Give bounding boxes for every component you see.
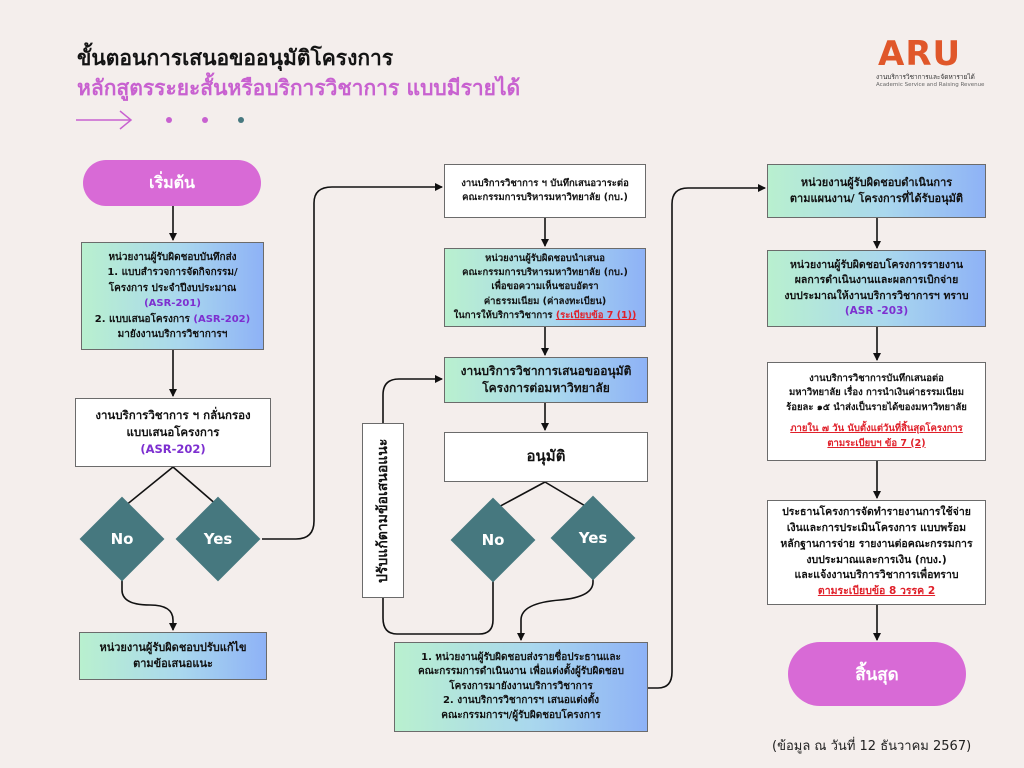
step-line: และแจ้งงานบริการวิชาการเพื่อทราบ [794,569,959,582]
step-line: โครงการต่อมหาวิทยาลัย [482,381,610,395]
step-line: คณะกรรมการบริหารมหาวิทยาลัย (กบ.) [462,267,628,279]
step-line: แบบเสนอโครงการ [126,425,220,440]
step-line: ร้อยละ ๑๕ นำส่งเป็นรายได้ของมหาวิทยาลัย [786,402,967,414]
step-line: ตามแผนงาน/ โครงการที่ได้รับอนุมัติ [789,192,964,205]
step-line: เงินและการประเมินโครงการ แบบพร้อม [786,522,967,534]
data-date-note: (ข้อมูล ณ วันที่ 12 ธันวาคม 2567) [772,739,972,754]
decorative-arrow-icon [76,110,244,130]
step-line: มหาวิทยาลัย เรื่อง การนำเงินค่าธรรมเนียม [789,387,964,399]
step-line: 1. หน่วยงานผู้รับผิดชอบส่งรายชื่อประธานแ… [421,651,621,663]
step-line: หลักฐานการจ่าย รายงานต่อคณะกรรมการ [780,537,973,550]
step-line: หน่วยงานผู้รับผิดชอบบันทึกส่ง [108,251,237,263]
form-code: (ASR-201) [144,298,201,309]
submit-forms-box: หน่วยงานผู้รับผิดชอบบันทึกส่ง 1. แบบสำรว… [81,242,264,350]
step-line-text: ในการให้บริการวิชาการ [453,309,556,321]
step-line: 2. แบบเสนอโครงการ (ASR-202) [95,312,250,328]
step-line: 2. งานบริการวิชาการฯ เสนอแต่งตั้ง [442,695,600,707]
step-line: หน่วยงานผู้รับผิดชอบโครงการรายงาน [789,259,964,272]
decision-no-label: No [481,531,505,549]
step-line: ประธานโครงการจัดทำรายงานการใช้จ่าย [782,506,971,519]
final-report-box: ประธานโครงการจัดทำรายงานการใช้จ่าย เงินแ… [767,500,986,605]
step-line: ผลการดำเนินงานและผลการเบิกจ่าย [794,274,959,287]
report-results-box: หน่วยงานผู้รับผิดชอบโครงการรายงาน ผลการด… [767,250,986,327]
committee-appointment-box: 1. หน่วยงานผู้รับผิดชอบส่งรายชื่อประธานแ… [394,642,648,732]
page-title: ขั้นตอนการเสนอขออนุมัติโครงการ [77,46,394,70]
end-terminal: สิ้นสุด [788,642,966,706]
approve-box: อนุมัติ [444,432,648,482]
step-line: งบประมาณและการเงิน (กบง.) [806,553,947,566]
page-subtitle: หลักสูตรระยะสั้นหรือบริการวิชาการ แบบมีร… [77,76,521,100]
revise-proposal-box: หน่วยงานผู้รับผิดชอบปรับแก้ไข ตามข้อเสนอ… [79,632,267,680]
regulation-ref: ภายใน ๗ วัน นับตั้งแต่วันที่สิ้นสุดโครงก… [790,422,963,434]
regulation-ref: ตามระเบียบฯ ข้อ 7 (2) [827,437,926,449]
step-line: หน่วยงานผู้รับผิดชอบดำเนินการ [800,176,953,190]
step-line: งบประมาณให้งานบริการวิชาการฯ ทราบ [784,289,969,302]
execute-project-box: หน่วยงานผู้รับผิดชอบดำเนินการ ตามแผนงาน/… [767,164,986,218]
step-line-text: 2. แบบเสนอโครงการ [94,313,194,325]
logo-line2: Academic Service and Raising Revenue [876,82,985,88]
step-line: คณะกรรมการฯ/ผู้รับผิดชอบโครงการ [441,709,601,721]
logo-line1: งานบริการวิชาการและจัดหารายได้ [876,73,975,81]
step-line: คณะกรรมการบริหารมหาวิทยาลัย (กบ.) [462,192,628,203]
aru-logo: ARU งานบริการวิชาการและจัดหารายได้ Acade… [876,36,986,98]
step-line: งานบริการวิชาการเสนอขออนุมัติ [460,363,632,378]
step-line: งานบริการวิชาการ ฯ กลั่นกรอง [95,408,251,423]
decision-yes-label: Yes [578,529,608,547]
step-line: มายังงานบริการวิชาการฯ [117,329,228,340]
step-line: คณะกรรมการดำเนินงาน เพื่อแต่งตั้งผู้รับผ… [417,666,625,678]
step-line: 1. แบบสำรวจการจัดกิจกรรม/ [107,267,238,278]
step-line: งานบริการวิชาการ ฯ บันทึกเสนอวาระต่อ [461,178,629,190]
request-approval-box: งานบริการวิชาการเสนอขออนุมัติ โครงการต่อ… [444,357,648,403]
form-code: (ASR-202) [140,441,206,456]
decision-no-label: No [110,530,134,548]
regulation-ref: (ระเบียบข้อ 7 (1)) [555,309,637,321]
step-line: หน่วยงานผู้รับผิดชอบนำเสนอ [485,252,605,264]
step-line: ค่าธรรมเนียม (ค่าลงทะเบียน) [483,295,607,307]
logo-mark: ARU [878,34,962,74]
screening-box: งานบริการวิชาการ ฯ กลั่นกรอง แบบเสนอโครง… [75,398,271,467]
step-line: ในการให้บริการวิชาการ (ระเบียบข้อ 7 (1)) [454,309,637,323]
step-line: งานบริการวิชาการบันทึกเสนอต่อ [809,372,944,384]
step-line: โครงการ ประจำปีงบประมาณ [108,282,237,294]
revenue-transfer-box: งานบริการวิชาการบันทึกเสนอต่อ มหาวิทยาลั… [767,362,986,461]
agenda-box: งานบริการวิชาการ ฯ บันทึกเสนอวาระต่อ คณะ… [444,164,646,218]
step-line: ตามข้อเสนอแนะ [133,657,213,670]
decision-yes-label: Yes [203,530,233,548]
step-line: โครงการมายังงานบริการวิชาการ [449,680,593,692]
revise-feedback-label: ปรับแก้ตามข้อเสนอแนะ [374,438,391,583]
regulation-ref: ตามระเบียบข้อ 8 วรรค 2 [817,585,936,597]
step-line: หน่วยงานผู้รับผิดชอบปรับแก้ไข [99,641,247,655]
step-line: เพื่อขอความเห็นชอบอัตรา [491,281,599,293]
form-code: (ASR-202) [193,313,251,325]
revise-feedback-box: ปรับแก้ตามข้อเสนอแนะ [362,423,404,598]
fee-approval-box: หน่วยงานผู้รับผิดชอบนำเสนอ คณะกรรมการบริ… [444,248,646,327]
start-terminal: เริ่มต้น [83,160,261,206]
form-code: (ASR -203) [844,304,909,317]
